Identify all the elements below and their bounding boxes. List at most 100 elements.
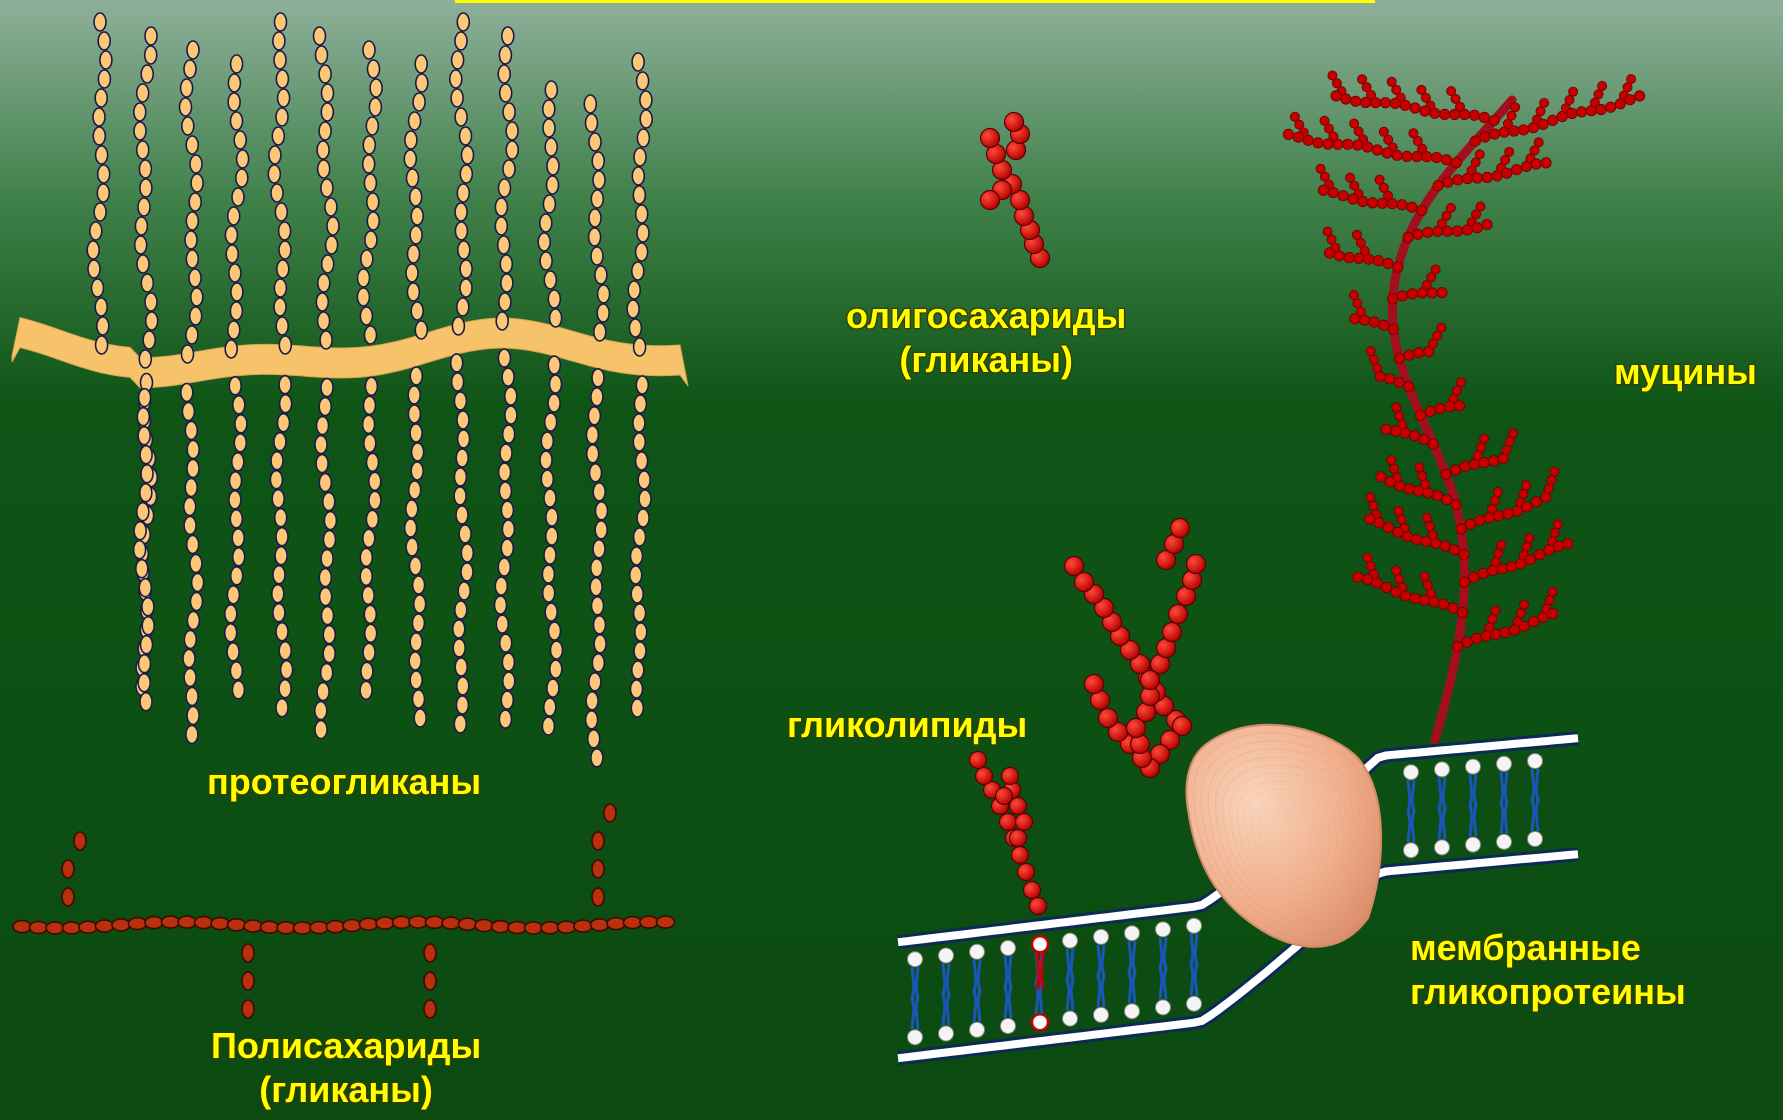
- proteoglycan-sugar-unit: [370, 79, 382, 97]
- proteoglycan-sugar-unit: [318, 274, 330, 292]
- proteoglycan-sugar-unit: [506, 141, 518, 159]
- proteoglycan-sugar-unit: [413, 690, 425, 708]
- mucin-sugar-unit: [1415, 410, 1425, 420]
- proteoglycan-sugar-unit: [365, 231, 377, 249]
- mucin-sugar-unit: [1346, 173, 1355, 182]
- proteoglycan-sugar-unit: [272, 490, 284, 508]
- mucin-sugar-unit: [1344, 252, 1354, 262]
- proteoglycan-sugar-unit: [455, 601, 467, 619]
- proteoglycan-sugar-unit: [456, 696, 468, 714]
- proteoglycan-sugar-unit: [183, 650, 195, 668]
- proteoglycan-sugar-unit: [187, 707, 199, 725]
- proteoglycan-sugar-unit: [139, 655, 151, 673]
- proteoglycan-sugar-unit: [454, 468, 466, 486]
- proteoglycan-sugar-unit: [458, 241, 470, 259]
- mucin-sugar-unit: [1477, 443, 1486, 452]
- proteoglycan-sugar-unit: [544, 271, 556, 289]
- proteoglycan-sugar-unit: [319, 65, 331, 83]
- proteoglycan-sugar-unit: [593, 171, 605, 189]
- proteoglycan-sugar-unit: [140, 446, 152, 464]
- glycoprotein-sugar-unit: [1099, 709, 1118, 728]
- glycolipid-sugar-unit: [1024, 882, 1041, 899]
- proteoglycan-sugar-unit: [452, 373, 464, 391]
- proteoglycan-sugar-unit: [137, 408, 149, 426]
- mucin-sugar-unit: [1478, 568, 1488, 578]
- proteoglycan-sugar-unit: [231, 567, 243, 585]
- proteoglycan-sugar-unit: [362, 586, 374, 604]
- proteoglycan-sugar-unit: [410, 367, 422, 385]
- mucin-sugar-unit: [1362, 574, 1372, 584]
- mucin-sugar-unit: [1490, 496, 1499, 505]
- oligosaccharides-label: олигосахариды (гликаны): [846, 294, 1126, 382]
- proteoglycan-sugar-unit: [358, 269, 370, 287]
- proteoglycan-sugar-unit: [137, 84, 149, 102]
- proteoglycan-sugar-unit: [500, 255, 512, 273]
- mucin-sugar-unit: [1472, 173, 1482, 183]
- proteoglycan-sugar-unit: [185, 422, 197, 440]
- proteoglycan-sugar-unit: [588, 407, 600, 425]
- proteoglycan-sugar-unit: [230, 302, 242, 320]
- polysaccharide-sugar-unit: [13, 921, 31, 933]
- glycoprotein-sugar-unit: [1065, 557, 1084, 576]
- proteoglycan-sugar-unit: [274, 279, 286, 297]
- proteoglycan-sugar-unit: [592, 152, 604, 170]
- mucin-sugar-unit: [1358, 75, 1367, 84]
- proteoglycan-sugar-unit: [276, 70, 288, 88]
- proteoglycan-sugar-unit: [586, 114, 598, 132]
- proteoglycan-sugar-unit: [587, 445, 599, 463]
- proteoglycan-sugar-unit: [321, 550, 333, 568]
- polysaccharide-sugar-unit: [459, 918, 477, 930]
- mucin-sugar-unit: [1522, 502, 1532, 512]
- proteoglycan-sugar-unit: [541, 432, 553, 450]
- proteoglycan-sugar-unit: [407, 169, 419, 187]
- proteoglycan-sugar-unit: [139, 160, 151, 178]
- proteoglycan-sugar-unit: [317, 683, 329, 701]
- proteoglycan-sugar-unit: [318, 160, 330, 178]
- proteoglycan-sugar-unit: [457, 677, 469, 695]
- mucin-sugar-unit: [1390, 464, 1399, 473]
- mucin-sugar-unit: [1538, 119, 1548, 129]
- proteoglycan-sugar-unit: [363, 529, 375, 547]
- proteoglycan-sugar-unit: [586, 692, 598, 710]
- mucin-sugar-unit: [1627, 75, 1636, 84]
- mucin-sugar-unit: [1407, 289, 1417, 299]
- proteoglycan-sugar-unit: [414, 595, 426, 613]
- proteoglycan-sugar-unit: [503, 425, 515, 443]
- lipid-head: [1001, 1019, 1016, 1034]
- proteoglycan-sugar-unit: [273, 566, 285, 584]
- mucin-sugar-unit: [1491, 606, 1500, 615]
- mucin-sugar-unit: [1349, 291, 1358, 300]
- mucin-sugar-unit: [1379, 127, 1388, 136]
- mucin-sugar-unit: [1369, 317, 1379, 327]
- mucin-sugar-unit: [1516, 559, 1526, 569]
- mucin-sugar-unit: [1489, 129, 1499, 139]
- mucin-sugar-unit: [1421, 536, 1431, 546]
- proteoglycan-sugar-unit: [545, 413, 557, 431]
- proteoglycan-sugar-unit: [460, 260, 472, 278]
- glycolipid-sugar-unit: [1012, 847, 1029, 864]
- polysaccharide-sugar-unit: [607, 918, 625, 930]
- proteoglycan-sugar-unit: [182, 345, 194, 363]
- proteoglycan-sugar-unit: [549, 622, 561, 640]
- mucin-sugar-unit: [1318, 185, 1328, 195]
- proteoglycan-sugar-unit: [498, 349, 510, 367]
- polysaccharide-sugar-unit: [426, 916, 444, 928]
- mucin-sugar-unit: [1376, 472, 1386, 482]
- lipid-head: [1435, 840, 1450, 855]
- mucin-sugar-unit: [1435, 403, 1445, 413]
- proteoglycan-sugar-unit: [501, 501, 513, 519]
- mucin-sugar-unit: [1576, 107, 1586, 117]
- mucin-sugar-unit: [1382, 148, 1392, 158]
- proteoglycan-sugar-unit: [591, 190, 603, 208]
- proteoglycan-sugar-unit: [184, 631, 196, 649]
- polysaccharide-sugar-unit: [624, 917, 642, 929]
- mucin-sugar-unit: [1459, 577, 1469, 587]
- proteoglycan-sugar-unit: [495, 198, 507, 216]
- polysaccharide-branch-unit: [242, 972, 254, 990]
- proteoglycan-sugar-unit: [234, 434, 246, 452]
- proteoglycan-sugar-unit: [453, 620, 465, 638]
- proteoglycan-sugar-unit: [134, 541, 146, 559]
- proteoglycan-sugar-unit: [503, 103, 515, 121]
- mucin-sugar-unit: [1534, 138, 1543, 147]
